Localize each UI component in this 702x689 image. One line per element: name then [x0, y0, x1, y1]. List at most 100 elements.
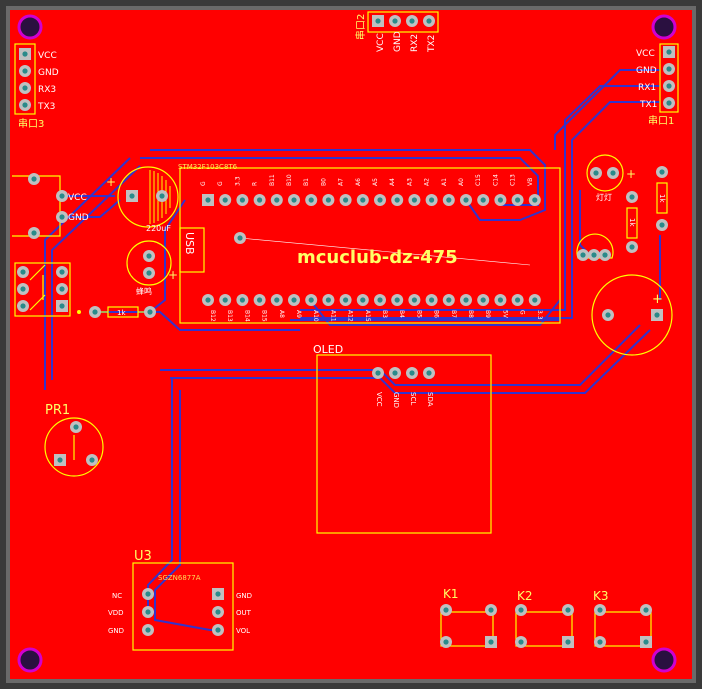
pad-hole: [59, 303, 65, 309]
mount-hole: [651, 647, 677, 673]
mcu-top-pin-label: G: [217, 181, 224, 186]
pads: [17, 15, 675, 648]
uart2-pin-label: TX2: [427, 35, 437, 53]
pad-hole: [145, 591, 151, 597]
uart3-pin-label: RX3: [38, 85, 56, 95]
pad-hole: [443, 607, 449, 613]
pad-hole: [643, 607, 649, 613]
mcu-bottom-pin-label: A9: [295, 310, 302, 318]
u3-right-pin: GND: [236, 592, 252, 600]
pad-hole: [145, 627, 151, 633]
pad-hole: [237, 235, 243, 241]
mcu-bottom-pin-label: B7: [450, 310, 457, 318]
pad-hole: [426, 18, 432, 24]
pad-hole: [59, 269, 65, 275]
pad-hole: [20, 286, 26, 292]
pad-hole: [215, 609, 221, 615]
mount-hole: [17, 647, 43, 673]
oled-pin-label: VCC: [375, 392, 383, 407]
cap-plus: +: [106, 175, 116, 189]
mcu-top-pin-label: R: [252, 182, 259, 186]
pad-hole: [222, 197, 228, 203]
uart2-pin-label: VCC: [376, 33, 386, 52]
pad-hole: [20, 303, 26, 309]
u3-outline: [132, 562, 234, 651]
mcu-bottom-pin-label: G: [519, 310, 526, 315]
pad-hole: [20, 269, 26, 275]
pad-hole: [239, 197, 245, 203]
usb-label: USB: [183, 232, 196, 255]
mount-hole: [17, 14, 43, 40]
u3-right-pin: OUT: [236, 609, 252, 617]
pad-hole: [593, 170, 599, 176]
pad-hole: [629, 194, 635, 200]
oled-pin-label: SDA: [426, 392, 434, 407]
pad-hole: [22, 85, 28, 91]
mcu-top-pin-label: 3.3: [234, 176, 241, 186]
pad-hole: [446, 297, 452, 303]
pad-hole: [59, 193, 65, 199]
copper-pour: [10, 10, 692, 679]
pad-hole: [89, 457, 95, 463]
logo-underline: [239, 237, 531, 266]
pad-hole: [659, 169, 665, 175]
led-label: 灯灯: [596, 192, 612, 202]
uart2-pin-label: RX2: [410, 34, 420, 52]
pad-hole: [666, 100, 672, 106]
pad-hole: [591, 252, 597, 258]
pad-hole: [446, 197, 452, 203]
uart3-name: 串口3: [18, 118, 44, 130]
uart3-pin-label: VCC: [38, 51, 57, 61]
pad-hole: [411, 297, 417, 303]
uart1-pin-label: GND: [636, 66, 657, 76]
pad-hole: [129, 193, 135, 199]
pad-hole: [429, 197, 435, 203]
uart1-outline: [659, 43, 679, 113]
u3-left-pin: VDD: [108, 609, 124, 617]
pad-hole: [463, 197, 469, 203]
oled-title: OLED: [313, 343, 343, 356]
pad-hole: [22, 68, 28, 74]
mcu-bottom-pin-label: B9: [484, 310, 491, 318]
pad-hole: [605, 312, 611, 318]
mcu-top-pin-label: B10: [286, 174, 293, 186]
pad-hole: [22, 51, 28, 57]
pad-hole: [274, 197, 280, 203]
mcu-top-pin-label: A3: [406, 178, 413, 186]
pad-hole: [602, 252, 608, 258]
pad-hole: [515, 297, 521, 303]
pad-hole: [629, 244, 635, 250]
pad-hole: [22, 102, 28, 108]
resistor-right-label: 1k: [658, 194, 666, 203]
pad-hole: [497, 197, 503, 203]
pad-hole: [145, 609, 151, 615]
mcu-bottom-pin-label: A11: [329, 310, 336, 322]
uart1-name: 串口1: [648, 115, 674, 127]
buzzer-plus: +: [168, 268, 178, 282]
pad-hole: [291, 197, 297, 203]
pad-hole: [597, 607, 603, 613]
u3-right-pin: VOL: [236, 627, 250, 635]
u3-part: SGZN6877A: [158, 574, 201, 582]
usb-outline: [179, 227, 205, 273]
pad-hole: [597, 639, 603, 645]
oled-pin-label: GND: [392, 392, 400, 408]
pad-hole: [392, 370, 398, 376]
mount-holes: [17, 14, 677, 673]
pad-hole: [480, 197, 486, 203]
mcu-top-pin-label: C14: [492, 174, 499, 186]
mcu-bottom-pin-label: B12: [209, 310, 216, 322]
pad-hole: [666, 49, 672, 55]
mcu-bottom-pin-label: B15: [261, 310, 268, 322]
pad-hole: [643, 639, 649, 645]
oled-outline: [316, 354, 492, 534]
mcu-bottom-pin-label: 5V: [501, 310, 508, 319]
mcu-top-pin-label: VB: [527, 178, 534, 186]
pad-hole: [654, 312, 660, 318]
pad-hole: [463, 297, 469, 303]
pad-hole: [488, 639, 494, 645]
mcu-top-pin-label: A5: [372, 178, 379, 186]
mcu-bottom-pin-label: B6: [433, 310, 440, 318]
pad-hole: [215, 591, 221, 597]
